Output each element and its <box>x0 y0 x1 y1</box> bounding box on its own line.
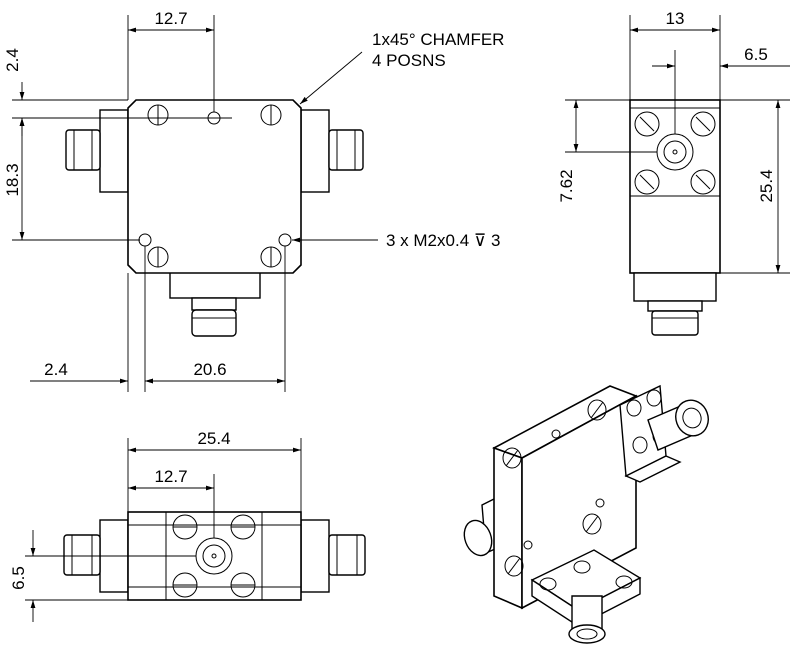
dim-bottom-span: 20.6 <box>193 360 226 379</box>
dim-front-center-width: 12.7 <box>154 467 187 486</box>
dim-top-left-offset: 2.4 <box>3 48 22 72</box>
dim-side-offset: 6.5 <box>744 45 768 64</box>
top-view: 12.7 2.4 18.3 2.4 20.6 1x45° CHAMFER 4 P… <box>3 9 504 392</box>
top-view-body <box>127 99 302 274</box>
screw-heads <box>147 104 282 268</box>
dim-bottom-left-offset: 2.4 <box>44 360 68 379</box>
dim-side-width: 13 <box>666 9 685 28</box>
isometric-view <box>463 384 709 644</box>
bottom-connector <box>169 271 261 337</box>
front-screws <box>172 514 256 598</box>
left-connector <box>65 109 129 193</box>
holes-note: 3 x M2x0.4 ⊽ 3 <box>386 231 501 250</box>
dim-front-height: 6.5 <box>9 566 28 590</box>
iso-front-face <box>493 446 523 610</box>
dim-front-total-width: 25.4 <box>197 429 230 448</box>
side-screws <box>634 111 716 195</box>
dim-top-height: 18.3 <box>3 163 22 196</box>
chamfer-note-line2: 4 POSNS <box>372 51 446 70</box>
chamfer-note-line1: 1x45° CHAMFER <box>372 30 504 49</box>
iso-screws <box>502 399 607 577</box>
dim-side-total-height: 25.4 <box>757 169 776 202</box>
right-connector <box>300 109 364 193</box>
front-view: 25.4 12.7 6.5 <box>9 429 366 622</box>
side-view: 13 6.5 7.62 25.4 <box>557 9 790 336</box>
dim-top-width: 12.7 <box>154 9 187 28</box>
dim-side-connector-height: 7.62 <box>557 169 576 202</box>
iso-right-face <box>521 394 637 610</box>
